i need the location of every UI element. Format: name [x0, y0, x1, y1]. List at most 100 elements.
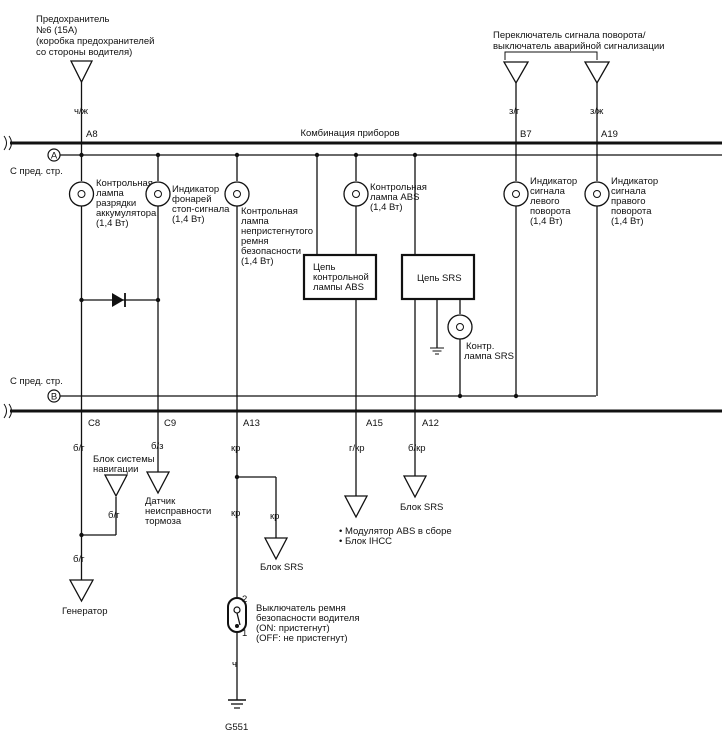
- right-l1: Индикатор: [611, 176, 658, 187]
- right-l4: поворота: [611, 206, 652, 217]
- pin-b7: B7: [520, 129, 532, 140]
- belt-switch-l3: (ON: пристегнут): [256, 623, 330, 634]
- a12-wire-color: б/кр: [408, 443, 426, 454]
- charge-lamp: Контрольная лампа разрядки аккумулятора …: [68, 152, 157, 411]
- abs-modulator-l2: • Блок IHCC: [339, 536, 392, 547]
- a13-wire-color: кр: [231, 443, 240, 454]
- srs-unit-a13-label: Блок SRS: [260, 562, 303, 573]
- charge-lamp-l2: лампа: [96, 188, 125, 199]
- bottom-bus: [3, 403, 722, 419]
- abs-box-l1: Цепь: [313, 262, 335, 273]
- pin-a19: A19: [601, 129, 618, 140]
- belt-switch-pin2: 2: [242, 594, 247, 605]
- ground-label: G551: [225, 722, 248, 733]
- brake-sensor-l3: тормоза: [145, 516, 182, 527]
- srs-lamp-l2: лампа SRS: [464, 351, 514, 362]
- belt-l2: лампа: [241, 216, 270, 227]
- fuse-wire-color: ч/ж: [74, 106, 89, 117]
- charge-lamp-l4: аккумулятора: [96, 208, 157, 219]
- fuse-label-2: №6 (15А): [36, 25, 77, 36]
- belt-l5: безопасности: [241, 246, 301, 257]
- nav-unit-l2: навигации: [93, 464, 138, 475]
- a15-circuit: г/кр • Модулятор ABS в сборе • Блок IHCC: [339, 411, 452, 547]
- abs-circuit-box: [302, 253, 378, 301]
- stop-l4: (1,4 Вт): [172, 214, 205, 225]
- srs-unit-a12-label: Блок SRS: [400, 502, 443, 513]
- a15-wire-color: г/кр: [349, 443, 365, 454]
- right-l3: правого: [611, 196, 645, 207]
- a13-wire-color-b: кр: [231, 508, 240, 519]
- srs-circuit: Цепь SRS Контр. лампа SRS: [400, 152, 514, 411]
- belt-switch-pin1: 1: [242, 628, 247, 639]
- brake-sensor-l1: Датчик: [145, 496, 176, 507]
- right-turn-indicator: Индикатор сигнала правого поворота (1,4 …: [584, 176, 658, 396]
- turn-switch-label-1: Переключатель сигнала поворота/: [493, 30, 646, 41]
- belt-switch-l4: (OFF: не пристегнут): [256, 633, 348, 644]
- belt-switch: 2 1 Выключатель ремня безопасности водит…: [227, 594, 359, 700]
- turn-right-wire: з/ж: [590, 106, 604, 117]
- ground-g551: G551: [225, 699, 248, 733]
- abs-circuit: Контрольная лампа ABS (1,4 Вт) Цепь конт…: [302, 152, 427, 411]
- charge-lamp-l3: разрядки: [96, 198, 136, 209]
- srs-box-l1: Цепь SRS: [417, 273, 462, 284]
- stop-l2: фонарей: [172, 194, 212, 205]
- belt-l6: (1,4 Вт): [241, 256, 274, 267]
- pin-c8: C8: [88, 418, 100, 429]
- left-turn-indicator: Индикатор сигнала левого поворота (1,4 В…: [503, 176, 577, 399]
- nav-wire-color: б/г: [108, 510, 120, 521]
- c9-circuit: б/з Датчик неисправности тормоза: [145, 411, 211, 527]
- c9-wire-color: б/з: [151, 441, 163, 452]
- belt-switch-l2: безопасности водителя: [256, 613, 359, 624]
- fuse-label-3: (коробка предохранителей: [36, 36, 154, 47]
- stop-indicator: Индикатор фонарей стоп-сигнала (1,4 Вт): [145, 152, 230, 411]
- fuse-block: Предохранитель №6 (15А) (коробка предохр…: [36, 14, 154, 143]
- left-l4: поворота: [530, 206, 571, 217]
- pin-a13: A13: [243, 418, 260, 429]
- a13-circuit: кр кр Блок SRS кр: [231, 411, 303, 598]
- turn-switch-label-2: выключатель аварийной сигнализации: [493, 41, 664, 52]
- fuse-label-4: со стороны водителя): [36, 47, 132, 58]
- abs-lamp-l3: (1,4 Вт): [370, 202, 403, 213]
- bus-b: B С пред. стр.: [10, 376, 596, 403]
- abs-lamp-l2: лампа ABS: [370, 192, 419, 203]
- abs-modulator-l1: • Модулятор ABS в сборе: [339, 526, 452, 537]
- top-bus: [3, 135, 722, 151]
- abs-box-l3: лампы ABS: [313, 282, 364, 293]
- charge-lamp-l1: Контрольная: [96, 178, 153, 189]
- c8-circuit: б/г б/г Блок системы навигации б/г Генер…: [62, 411, 155, 617]
- belt-lamp: Контрольная лампа непристегнутого ремня …: [224, 152, 313, 411]
- belt-l1: Контрольная: [241, 206, 298, 217]
- turn-left-wire: з/г: [509, 106, 520, 117]
- left-l5: (1,4 Вт): [530, 216, 563, 227]
- turn-switch-block: Переключатель сигнала поворота/ выключат…: [493, 30, 664, 143]
- belt-switch-l1: Выключатель ремня: [256, 603, 346, 614]
- pin-a12: A12: [422, 418, 439, 429]
- bus-b-tag: B: [51, 392, 57, 403]
- right-l2: сигнала: [611, 186, 647, 197]
- brake-sensor-l2: неисправности: [145, 506, 211, 517]
- belt-l4: ремня: [241, 236, 269, 247]
- bus-a-tag: A: [51, 151, 58, 162]
- abs-lamp-l1: Контрольная: [370, 182, 427, 193]
- pin-c9: C9: [164, 418, 176, 429]
- srs-lamp-l1: Контр.: [466, 341, 494, 352]
- diode: [81, 293, 158, 307]
- belt-l3: непристегнутого: [241, 226, 313, 237]
- left-l2: сигнала: [530, 186, 566, 197]
- left-l3: левого: [530, 196, 560, 207]
- bus-b-label: С пред. стр.: [10, 376, 63, 387]
- pin-a15: A15: [366, 418, 383, 429]
- c8-wire-color: б/г: [73, 443, 85, 454]
- gen-wire-color: б/г: [73, 554, 85, 565]
- stop-l3: стоп-сигнала: [172, 204, 230, 215]
- srs-circuit-box: [400, 253, 476, 301]
- bus-a-label: С пред. стр.: [10, 166, 63, 177]
- pin-a8: A8: [86, 129, 98, 140]
- generator-label: Генератор: [62, 606, 108, 617]
- fuse-label-1: Предохранитель: [36, 14, 110, 25]
- stop-l1: Индикатор: [172, 184, 219, 195]
- right-l5: (1,4 Вт): [611, 216, 644, 227]
- cluster-title: Комбинация приборов: [300, 128, 399, 139]
- abs-box-l2: контрольной: [313, 272, 369, 283]
